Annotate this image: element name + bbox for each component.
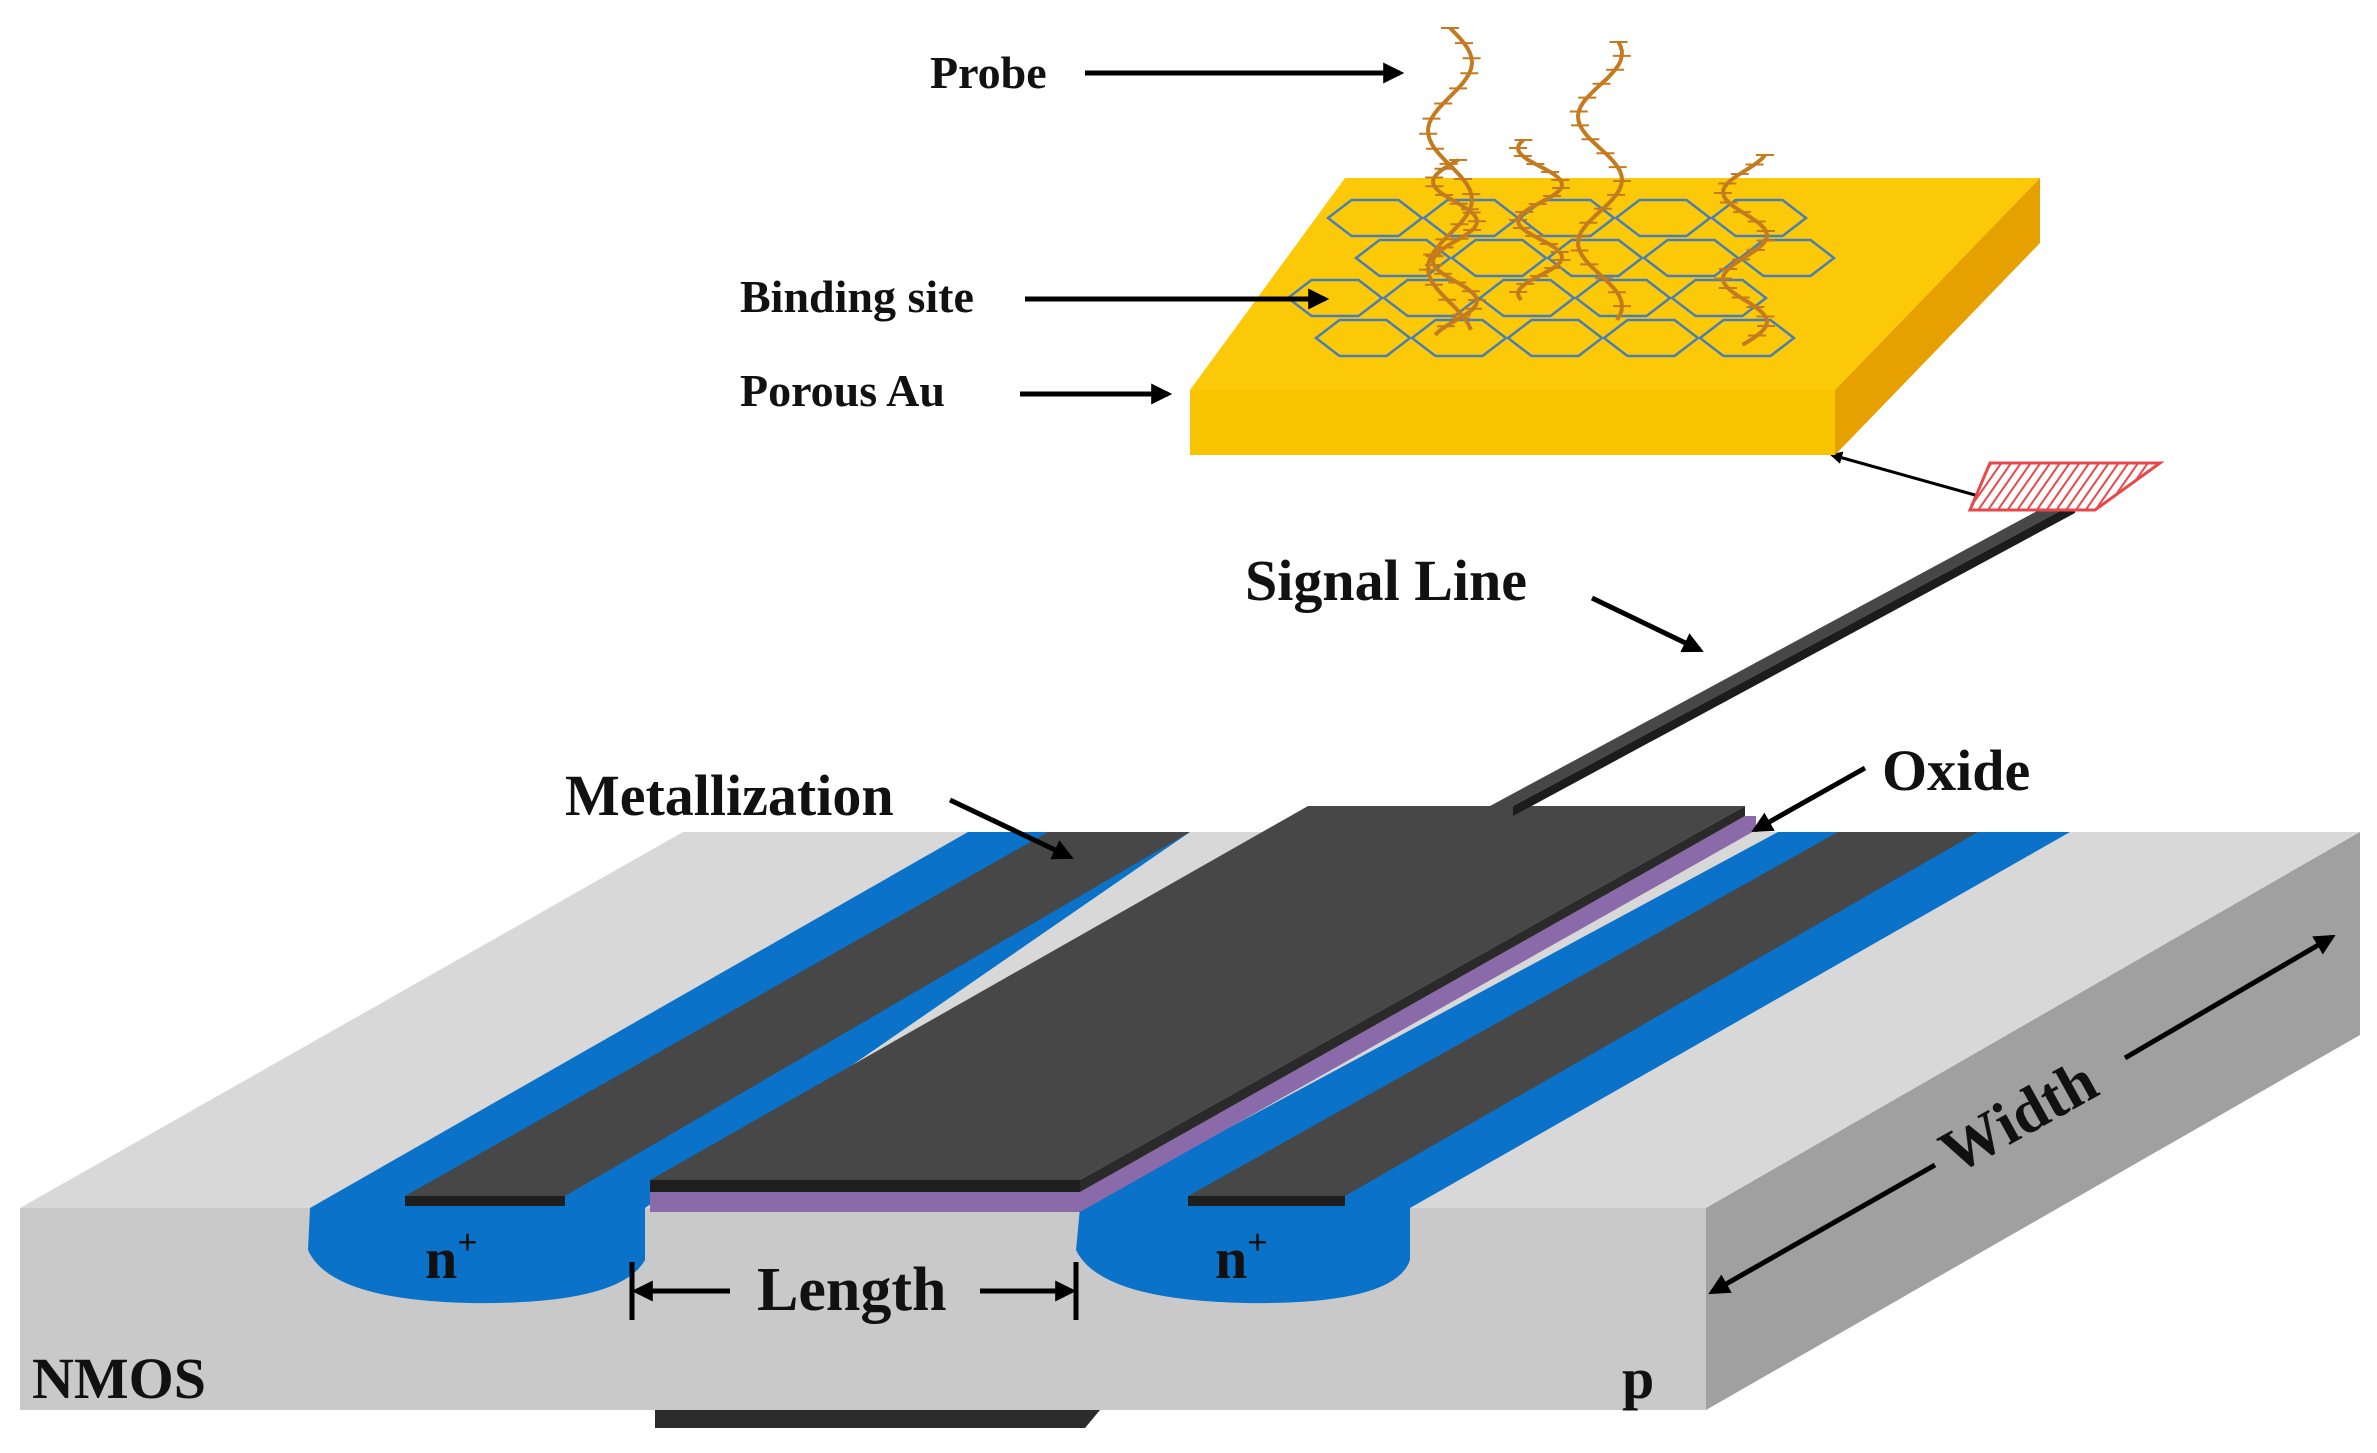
- signal-line-body: [1490, 503, 2075, 806]
- probe-annotation: Probe: [930, 47, 1405, 98]
- substrate-side-face: [1706, 832, 2360, 1410]
- metallization-annotation: Metallization: [565, 763, 1074, 860]
- binding-site-hexagon: [1697, 318, 1797, 358]
- n-well-left-front: [308, 1208, 645, 1304]
- metal-strip-right: [1188, 832, 1978, 1196]
- p-substrate-label: p: [1622, 1346, 1654, 1411]
- gold-front-face: [1190, 390, 1835, 455]
- metal-strip-right-edge: [1188, 1196, 1345, 1206]
- metal-strip-left-edge: [405, 1196, 565, 1206]
- gate-metal: [650, 806, 1745, 1180]
- gold-side-face: [1835, 178, 2040, 455]
- signal-line-arrow: [1590, 595, 1704, 653]
- n-plus-right-base: n: [1215, 1226, 1247, 1291]
- width-arrow-lower: [1708, 1162, 1937, 1295]
- substrate-shadow: [655, 1410, 1100, 1428]
- binding-site-hexagon: [1709, 198, 1809, 238]
- n-well-right-front: [1076, 1208, 1410, 1304]
- signal-line-annotation: Signal Line: [1245, 548, 1704, 653]
- oxide-annotation: Oxide: [1751, 738, 2030, 833]
- porous-au-block: [1190, 178, 2040, 455]
- n-plus-left-annotation: n+: [425, 1222, 478, 1291]
- signal-line-label: Signal Line: [1245, 548, 1527, 613]
- binding-site-hexagon-grid: [1285, 198, 1837, 358]
- gate-metal-side-edge: [1080, 806, 1745, 1192]
- metallization-label: Metallization: [565, 763, 894, 828]
- n-plus-left-label: n+: [425, 1222, 478, 1291]
- gate-metal-front-edge: [650, 1180, 1080, 1192]
- length-label: Length: [757, 1256, 946, 1324]
- pad-to-gold-arrow: [1829, 451, 1976, 497]
- binding-site-hexagon: [1669, 278, 1769, 318]
- gate-oxide: [650, 816, 1756, 1212]
- oxide-label: Oxide: [1882, 738, 2030, 803]
- width-arrow-upper: [2123, 934, 2336, 1061]
- dna-probes: [1419, 26, 1775, 347]
- length-annotation: Length: [629, 1256, 1079, 1324]
- n-plus-right-annotation: n+: [1215, 1222, 1268, 1291]
- binding-site-annotation: Binding site: [740, 271, 1330, 322]
- oxide-arrow: [1751, 765, 1867, 833]
- n-plus-right-sup: +: [1247, 1222, 1268, 1262]
- binding-site-label: Binding site: [740, 271, 974, 322]
- signal-line-wire: [1490, 451, 2165, 816]
- metallization-strips: [405, 806, 1978, 1212]
- porous-au-label: Porous Au: [740, 365, 945, 416]
- porous-au-annotation: Porous Au: [740, 365, 1173, 416]
- n-plus-left-base: n: [425, 1226, 457, 1291]
- n-plus-left-sup: +: [457, 1222, 478, 1262]
- nmos-label: NMOS: [32, 1346, 206, 1411]
- signal-line-edge: [1513, 503, 2075, 816]
- red-pad: [1967, 461, 2165, 512]
- gold-top-face: [1190, 178, 2040, 390]
- probe-label: Probe: [930, 47, 1047, 98]
- n-plus-right-label: n+: [1215, 1222, 1268, 1291]
- metallization-arrow: [948, 797, 1074, 860]
- metal-strip-left: [405, 832, 1190, 1196]
